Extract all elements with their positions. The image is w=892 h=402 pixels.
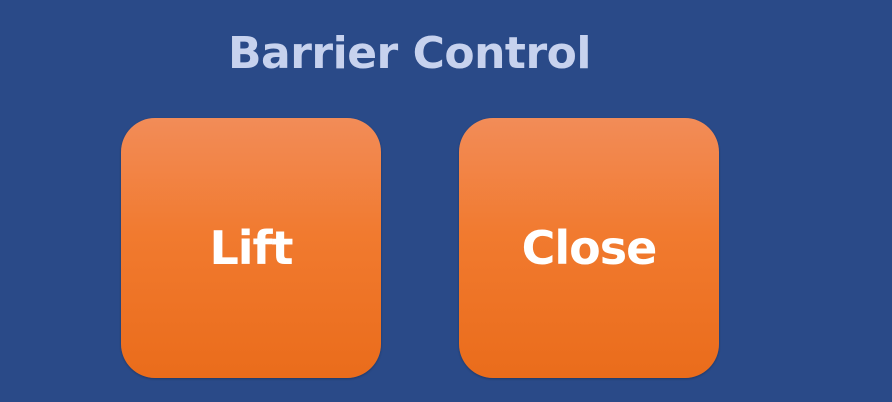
close-button[interactable]: Close <box>459 118 719 378</box>
close-button-label: Close <box>521 221 658 275</box>
lift-button[interactable]: Lift <box>121 118 381 378</box>
panel-title: Barrier Control <box>228 28 591 79</box>
lift-button-label: Lift <box>209 221 293 275</box>
